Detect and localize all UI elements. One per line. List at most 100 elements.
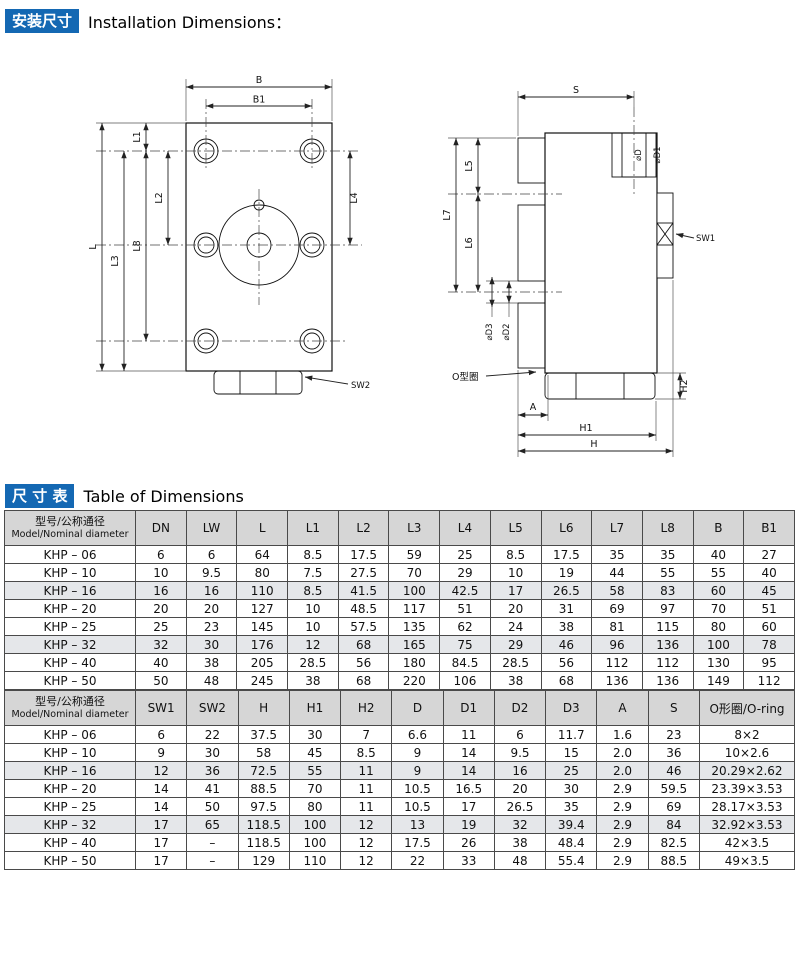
- value-cell: 10: [489, 563, 542, 582]
- column-header: SW1: [134, 690, 188, 726]
- value-cell: 44: [591, 563, 643, 582]
- value-cell: 38: [489, 671, 542, 690]
- value-cell: 220: [388, 671, 441, 690]
- value-cell: 55: [641, 563, 694, 582]
- column-header: D2: [493, 690, 547, 726]
- value-cell: 10×2.6: [699, 743, 795, 762]
- value-cell: 205: [236, 653, 289, 672]
- value-cell: 95: [743, 653, 795, 672]
- value-cell: 81: [591, 617, 643, 636]
- dimension-lines-front: [99, 84, 353, 385]
- value-cell: 31: [540, 599, 593, 618]
- model-cell: KHP – 10: [4, 563, 136, 582]
- o-ring-label: O型圈: [452, 372, 478, 383]
- model-cell: KHP – 06: [4, 545, 136, 564]
- value-cell: 15: [545, 743, 598, 762]
- value-cell: 20: [185, 599, 238, 618]
- value-cell: 19: [540, 563, 593, 582]
- value-cell: 11.7: [545, 725, 598, 744]
- value-cell: 14: [442, 743, 495, 762]
- value-cell: 8.5: [287, 545, 339, 564]
- value-cell: 29: [489, 635, 542, 654]
- value-cell: 36: [647, 743, 701, 762]
- value-cell: 35: [591, 545, 643, 564]
- value-cell: 55: [692, 563, 745, 582]
- column-header: S: [647, 690, 701, 726]
- value-cell: 32: [493, 815, 547, 834]
- value-cell: 110: [236, 581, 289, 600]
- value-cell: 49×3.5: [699, 851, 795, 870]
- value-cell: –: [186, 833, 239, 852]
- table-title: Table of Dimensions: [83, 486, 244, 506]
- dim-label-a: A: [530, 402, 537, 413]
- value-cell: 17.5: [391, 833, 444, 852]
- table-badge: 尺 寸 表: [5, 484, 75, 508]
- value-cell: 7: [340, 725, 393, 744]
- column-header: D: [391, 690, 444, 726]
- value-cell: 23: [647, 725, 701, 744]
- value-cell: 80: [288, 797, 342, 816]
- column-header: SW2: [186, 690, 239, 726]
- value-cell: 84: [647, 815, 701, 834]
- column-header: L3: [388, 510, 441, 546]
- value-cell: 55.4: [545, 851, 598, 870]
- model-cell: KHP – 25: [4, 617, 136, 636]
- value-cell: 56: [540, 653, 593, 672]
- value-cell: 50: [186, 797, 239, 816]
- value-cell: 56: [337, 653, 390, 672]
- model-cell: KHP – 06: [4, 725, 136, 744]
- value-cell: 88.5: [237, 779, 290, 798]
- value-cell: 22: [186, 725, 239, 744]
- dim-label-h2: H2: [679, 379, 690, 392]
- value-cell: 38: [185, 653, 238, 672]
- value-cell: 29: [439, 563, 491, 582]
- value-cell: 65: [186, 815, 239, 834]
- value-cell: 55: [288, 761, 342, 780]
- value-cell: 24: [489, 617, 542, 636]
- dim-label-h1: H1: [579, 423, 592, 434]
- value-cell: 19: [442, 815, 495, 834]
- model-cell: KHP – 32: [4, 635, 136, 654]
- value-cell: 48: [493, 851, 547, 870]
- value-cell: 110: [288, 851, 342, 870]
- value-cell: 33: [442, 851, 495, 870]
- value-cell: 11: [340, 761, 393, 780]
- value-cell: 6: [134, 725, 188, 744]
- value-cell: 88.5: [647, 851, 701, 870]
- column-header: B1: [743, 510, 795, 546]
- value-cell: 14: [134, 797, 188, 816]
- value-cell: 26: [442, 833, 495, 852]
- column-header: H: [237, 690, 290, 726]
- value-cell: 48.5: [337, 599, 390, 618]
- value-cell: 68: [337, 671, 390, 690]
- extension-lines-side: [448, 91, 686, 457]
- value-cell: 40: [692, 545, 745, 564]
- table-section-header: 尺 寸 表 Table of Dimensions: [0, 475, 799, 510]
- value-cell: 180: [388, 653, 441, 672]
- value-cell: 97.5: [237, 797, 290, 816]
- value-cell: 46: [647, 761, 701, 780]
- value-cell: 1.6: [596, 725, 649, 744]
- value-cell: 27.5: [337, 563, 390, 582]
- column-header: L5: [489, 510, 542, 546]
- value-cell: 112: [641, 653, 694, 672]
- column-header: L: [236, 510, 289, 546]
- hex-plug-side: [544, 372, 656, 400]
- value-cell: 64: [236, 545, 289, 564]
- value-cell: 20: [489, 599, 542, 618]
- column-header: H2: [340, 690, 393, 726]
- value-cell: 40: [135, 653, 187, 672]
- value-cell: 45: [743, 581, 795, 600]
- value-cell: 11: [340, 797, 393, 816]
- value-cell: 25: [439, 545, 491, 564]
- value-cell: 16: [185, 581, 238, 600]
- value-cell: 12: [340, 815, 393, 834]
- column-header: L4: [439, 510, 491, 546]
- value-cell: 80: [692, 617, 745, 636]
- value-cell: 2.9: [596, 851, 649, 870]
